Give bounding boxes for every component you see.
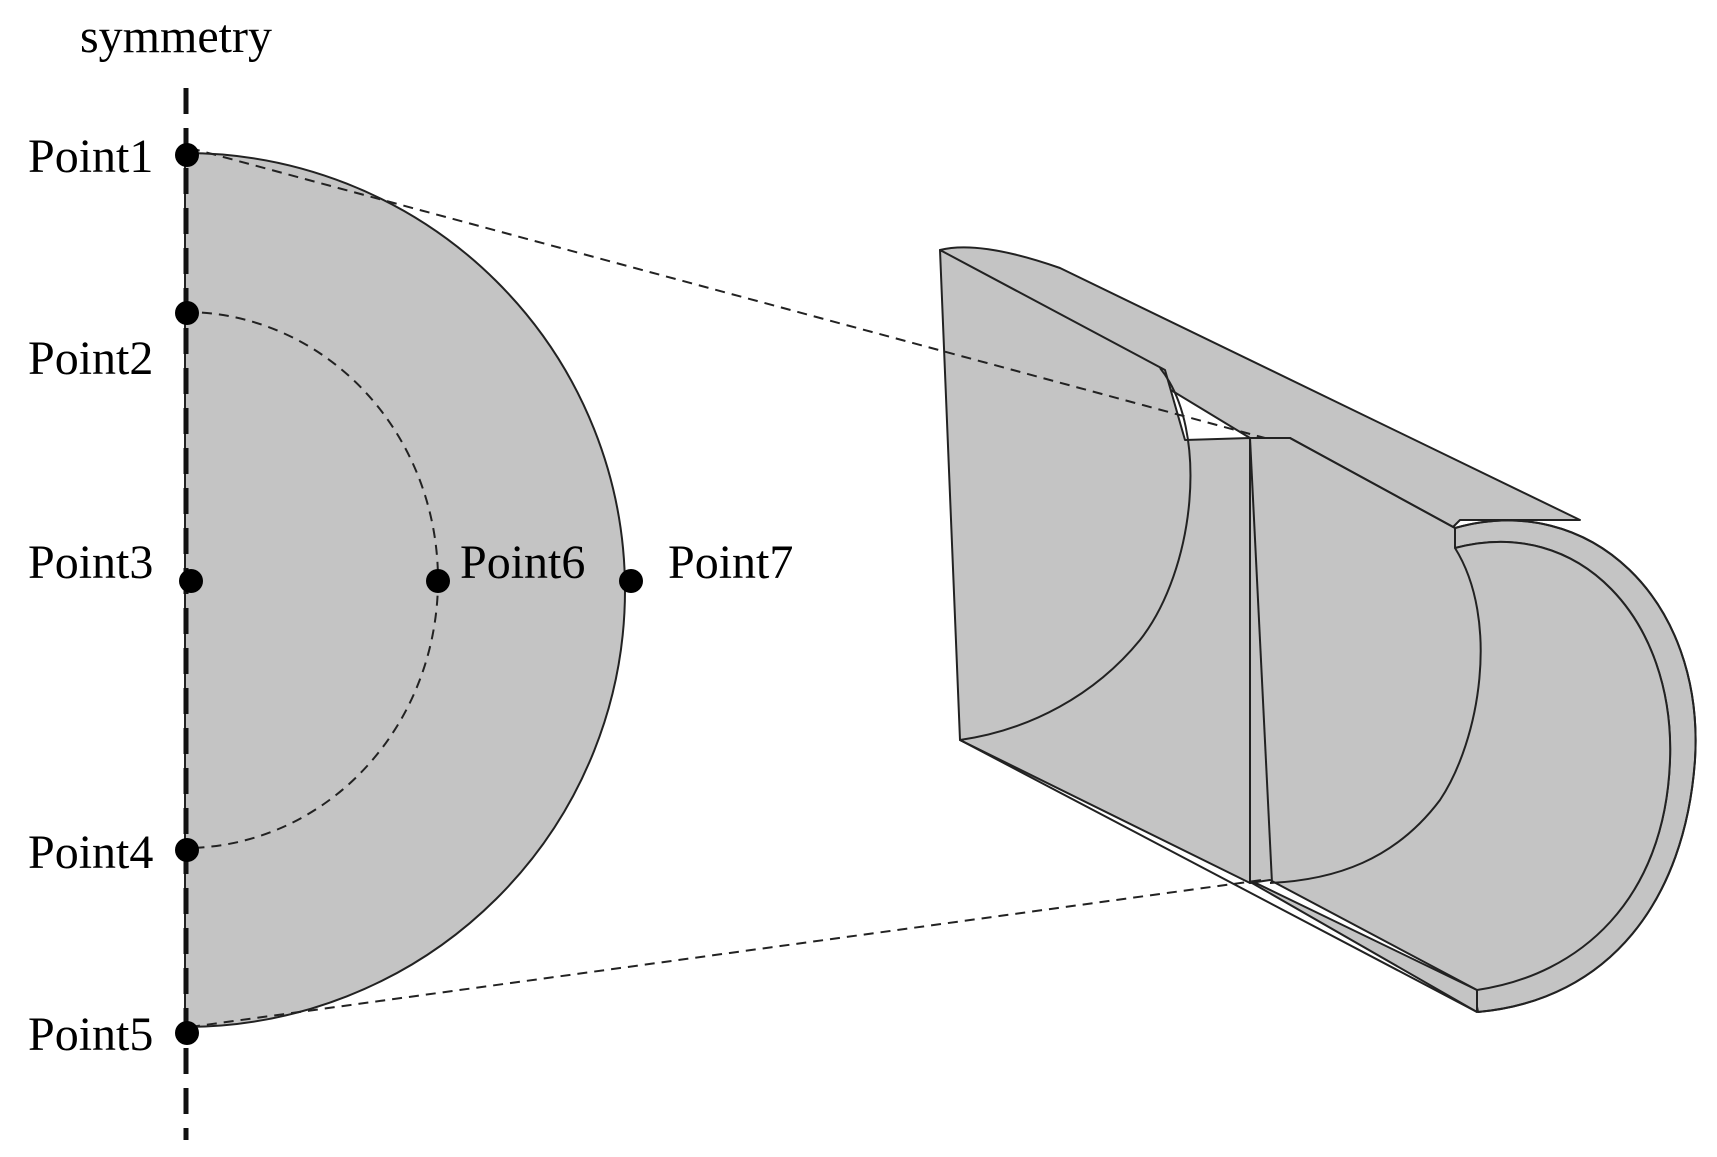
back-inner-arc [1269,547,1482,884]
point7-label: Point7 [668,536,793,589]
back-section-face [1249,437,1672,991]
projection-line-top [189,147,1266,439]
front-inner-arc [959,367,1192,741]
point4-label: Point4 [28,826,153,879]
top-edge-line [1250,437,1456,548]
point5-label: Point5 [28,1008,153,1061]
point3-marker [179,569,203,593]
point6-label: Point6 [460,536,585,589]
point6-marker [426,569,450,593]
outer-end-rim [1454,519,1697,1013]
point1-label: Point1 [28,130,153,183]
point4-marker [175,838,199,862]
section-cut-line [1249,437,1273,884]
point7-marker [619,569,643,593]
bottom-edge-line [959,739,1478,1013]
half-cylinder-3d [939,246,1697,1013]
symmetry-label: symmetry [80,10,272,63]
point2-marker [175,301,199,325]
point5-marker [175,1021,199,1045]
point3-label: Point3 [28,536,153,589]
outer-half-disc [184,152,626,1028]
point1-marker [175,143,199,167]
cross-section-2d [184,152,626,1028]
point2-label: Point2 [28,332,153,385]
projection-line-bottom [189,879,1263,1028]
